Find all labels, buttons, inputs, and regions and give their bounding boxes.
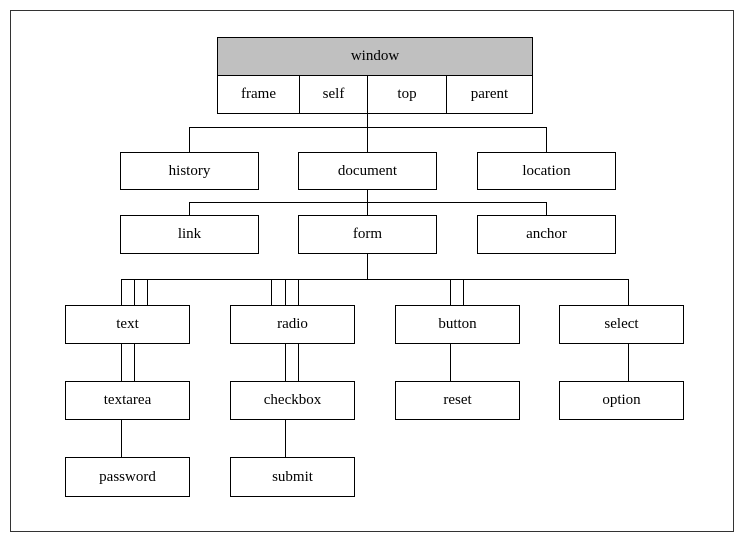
node-text: text [65, 305, 190, 344]
node-select: select [559, 305, 684, 344]
window-prop-self: self [299, 75, 368, 114]
node-checkbox: checkbox [230, 381, 355, 420]
node-anchor: anchor [477, 215, 616, 254]
window-node-title: window [217, 37, 533, 76]
window-prop-parent: parent [446, 75, 533, 114]
node-form: form [298, 215, 437, 254]
diagram-frame [10, 10, 734, 532]
window-prop-top: top [367, 75, 447, 114]
node-link: link [120, 215, 259, 254]
node-button: button [395, 305, 520, 344]
node-submit: submit [230, 457, 355, 497]
node-password: password [65, 457, 190, 497]
node-option: option [559, 381, 684, 420]
node-radio: radio [230, 305, 355, 344]
node-reset: reset [395, 381, 520, 420]
window-prop-frame: frame [217, 75, 300, 114]
node-textarea: textarea [65, 381, 190, 420]
node-document: document [298, 152, 437, 190]
node-history: history [120, 152, 259, 190]
node-location: location [477, 152, 616, 190]
